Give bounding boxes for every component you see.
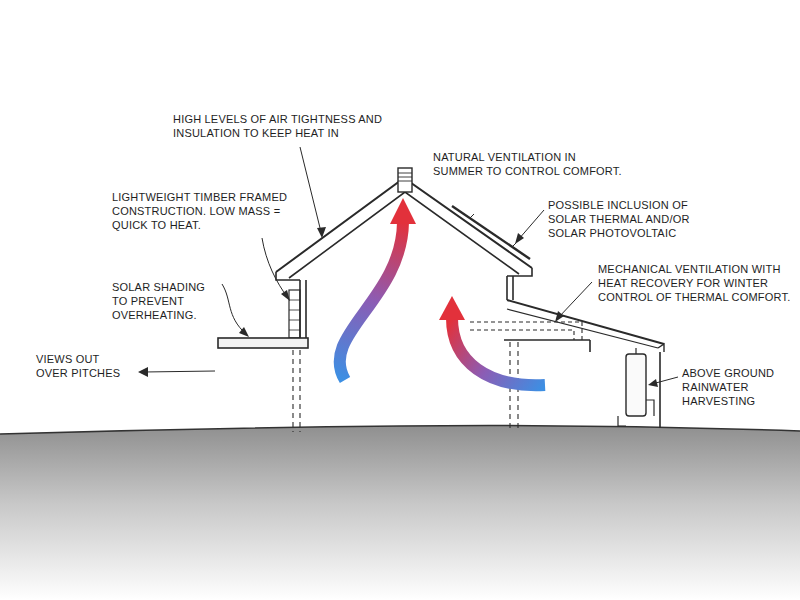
annotation-label: HIGH LEVELS OF AIR TIGHTNESS AND INSULAT… bbox=[173, 112, 418, 140]
annotation-label: LIGHTWEIGHT TIMBER FRAMED CONSTRUCTION. … bbox=[112, 190, 297, 232]
solar-panel bbox=[452, 206, 530, 259]
annotation-label: MECHANICAL VENTILATION WITH HEAT RECOVER… bbox=[598, 262, 793, 304]
leader-arrowhead bbox=[281, 290, 290, 301]
tank-pipes bbox=[636, 348, 654, 416]
lean-to-floor bbox=[504, 339, 590, 341]
annotation-label: POSSIBLE INCLUSION OF SOLAR THERMAL AND/… bbox=[548, 198, 698, 240]
lean-to-roof bbox=[507, 300, 664, 344]
leader-line bbox=[222, 284, 246, 334]
ventilation-duct bbox=[470, 322, 582, 340]
left-posts bbox=[293, 350, 300, 432]
leader-arrowhead bbox=[138, 367, 148, 377]
annotation-label: NATURAL VENTILATION IN SUMMER TO CONTROL… bbox=[433, 150, 623, 178]
leader-line bbox=[300, 147, 322, 236]
lean-to-fascia bbox=[658, 344, 664, 352]
leader-line bbox=[144, 371, 215, 372]
solar-shading-slab bbox=[218, 338, 308, 348]
right-wall bbox=[507, 276, 513, 300]
left-window bbox=[289, 290, 300, 338]
leader-arrowhead bbox=[515, 233, 524, 244]
airflow-ribbon bbox=[340, 222, 403, 380]
vent-louvres bbox=[398, 173, 412, 181]
leader-line bbox=[518, 210, 544, 240]
lean-to-ceiling bbox=[507, 309, 658, 348]
window-hatch bbox=[289, 300, 300, 330]
lean-to-post bbox=[590, 340, 660, 428]
rainwater-tank bbox=[626, 354, 646, 416]
ground-fill bbox=[0, 426, 800, 600]
annotation-label: VIEWS OUT OVER PITCHES bbox=[36, 352, 134, 380]
ridge-vent bbox=[398, 168, 412, 192]
leader-line bbox=[558, 282, 592, 318]
leader-arrowhead bbox=[317, 227, 326, 238]
leader-arrowhead bbox=[555, 311, 564, 322]
right-eave bbox=[507, 268, 532, 276]
annotation-label: ABOVE GROUND RAINWATER HARVESTING bbox=[682, 366, 790, 408]
leader-line bbox=[262, 238, 288, 298]
airflow-arrowhead bbox=[390, 198, 416, 224]
panel-brackets bbox=[470, 214, 516, 247]
left-wall bbox=[300, 280, 306, 340]
leader-arrowhead bbox=[239, 327, 249, 337]
annotation-label: SOLAR SHADING TO PREVENT OVERHEATING. bbox=[112, 280, 220, 322]
left-eave bbox=[276, 272, 300, 280]
leader-arrowhead bbox=[648, 379, 658, 387]
tank-tap bbox=[618, 416, 626, 426]
ground-line bbox=[0, 426, 800, 434]
airflow-ribbon bbox=[452, 318, 545, 385]
airflow-arrowhead bbox=[439, 296, 465, 320]
